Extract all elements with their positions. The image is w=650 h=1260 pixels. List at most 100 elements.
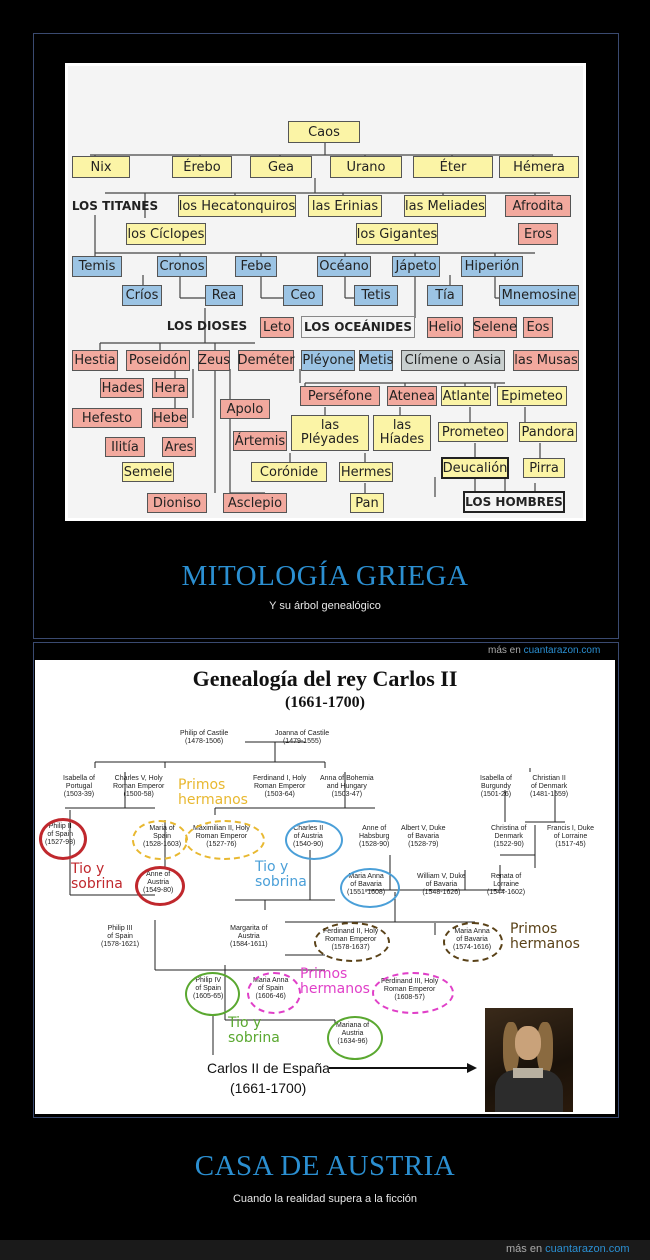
note-tio-sobrina-1: Tio y sobrina <box>71 861 123 892</box>
box-hestia: Hestia <box>72 350 118 371</box>
box-semele: Semele <box>122 462 174 482</box>
box-epimeteo: Epimeteo <box>497 386 567 406</box>
person-anne-habsburg: Anne of Habsburg (1528-90) <box>359 825 390 849</box>
ring-ferdinand-iii <box>372 972 454 1014</box>
box-helio: Helio <box>427 317 463 338</box>
ring-maria-anna-bavaria-1 <box>340 868 400 908</box>
box-urano: Urano <box>330 156 402 178</box>
box-erebo: Érebo <box>172 156 232 178</box>
box-hebe: Hebe <box>152 408 188 428</box>
box-pleyades: las Pléyades <box>291 415 369 451</box>
box-apolo: Apolo <box>220 399 270 419</box>
label-dioses: LOS DIOSES <box>166 319 248 333</box>
box-hermes: Hermes <box>339 462 393 482</box>
box-pan: Pan <box>350 493 384 513</box>
person-albert-v: Albert V, Duke of Bavaria (1528-79) <box>401 825 446 849</box>
box-musas: las Musas <box>513 350 579 371</box>
box-gea: Gea <box>250 156 312 178</box>
person-philip-castile: Philip of Castile (1478-1506) <box>180 730 229 746</box>
box-oceano: Océano <box>317 256 371 277</box>
ring-maria-anna-bavaria-2 <box>443 922 503 962</box>
carlos-title: Genealogía del rey Carlos II <box>192 666 458 691</box>
box-poseidon: Poseidón <box>126 350 190 371</box>
box-asclepio: Asclepio <box>223 493 287 513</box>
box-cronos: Cronos <box>157 256 207 277</box>
box-ilitia: Ilitía <box>105 437 145 457</box>
person-isabella-burgundy: Isabella of Burgundy (1501-26) <box>480 775 512 799</box>
box-hefesto: Hefesto <box>72 408 142 428</box>
king-name: Carlos II de España <box>207 1060 330 1076</box>
person-christina-denmark: Christina of Denmark (1522-90) <box>491 825 527 849</box>
box-tia: Tía <box>427 285 463 306</box>
note-primos-hermanos-1: Primos hermanos <box>178 777 248 808</box>
box-caos: Caos <box>288 121 360 143</box>
box-persefone: Perséfone <box>300 386 380 406</box>
box-nix: Nix <box>72 156 130 178</box>
box-climene: Clímene o Asia <box>401 350 505 371</box>
watermark-bottom: más en cuantarazon.com <box>506 1243 630 1255</box>
mythology-tree: Caos Nix Érebo Gea Urano Éter Hémera LOS… <box>65 63 586 521</box>
person-isabella-portugal: Isabella of Portugal (1503-39) <box>63 775 95 799</box>
box-pandora: Pandora <box>519 422 577 442</box>
note-primos-hermanos-2: Primos hermanos <box>510 921 580 952</box>
section1-title: MITOLOGÍA GRIEGA <box>181 560 469 592</box>
box-hiperion: Hiperión <box>461 256 523 277</box>
box-temis: Temis <box>72 256 122 277</box>
carlos-connectors <box>65 741 565 1055</box>
section2-subtitle: Cuando la realidad supera a la ficción <box>232 1193 418 1205</box>
box-artemis: Ártemis <box>233 431 287 451</box>
person-anna-bohemia: Anna of Bohemia and Hungary (1503-47) <box>320 775 374 799</box>
person-joanna: Joanna of Castile (1479-1555) <box>275 730 330 746</box>
person-christian-ii: Christian II of Denmark (1481-1559) <box>530 775 569 799</box>
ring-maximilian-ii <box>185 820 265 860</box>
box-crios: Críos <box>122 285 162 306</box>
label-oceanides: LOS OCEÁNIDES <box>301 316 415 338</box>
note-primos-hermanos-3: Primos hermanos <box>300 966 370 997</box>
person-renata: Renata of Lorraine (1544-1602) <box>487 873 526 897</box>
person-margarita: Margarita of Austria (1584-1611) <box>230 925 268 949</box>
label-hombres: LOS HOMBRES <box>463 491 565 513</box>
box-eos: Eos <box>523 317 553 338</box>
watermark-top: más en cuantarazon.com <box>488 645 600 656</box>
ring-ferdinand-ii <box>314 922 390 962</box>
person-ferdinand-i: Ferdinand I, Holy Roman Emperor (1503-64… <box>253 775 307 799</box>
box-meliades: las Meliades <box>404 195 486 217</box>
king-arrow <box>329 1063 477 1073</box>
box-hecatonquiros: los Hecatonquiros <box>178 195 296 217</box>
box-hiades: las Híades <box>373 415 431 451</box>
box-ceo: Ceo <box>283 285 323 306</box>
watermark-bottom-link[interactable]: cuantarazon.com <box>545 1243 630 1255</box>
carlos-years: (1661-1700) <box>285 694 365 711</box>
note-tio-sobrina-2: Tio y sobrina <box>255 859 307 890</box>
box-ares: Ares <box>162 437 196 457</box>
bottom-frame <box>33 642 619 1118</box>
box-pirra: Pirra <box>523 458 565 478</box>
box-eter: Éter <box>413 156 493 178</box>
carlos-ii-portrait <box>485 1008 573 1112</box>
box-febe: Febe <box>235 256 277 277</box>
box-hera: Hera <box>152 378 188 398</box>
box-selene: Selene <box>473 317 517 338</box>
watermark-top-link[interactable]: cuantarazon.com <box>523 645 601 656</box>
box-demeter: Deméter <box>237 350 295 371</box>
section2-title: CASA DE AUSTRIA <box>194 1150 456 1182</box>
section1-subtitle: Y su árbol genealógico <box>269 600 381 612</box>
ring-philip-iv <box>185 972 240 1016</box>
box-hades: Hades <box>100 378 144 398</box>
box-prometeo: Prometeo <box>438 422 508 442</box>
box-metis: Metis <box>359 350 393 371</box>
king-years: (1661-1700) <box>230 1080 307 1096</box>
box-mnemosine: Mnemosine <box>499 285 579 306</box>
box-erinias: las Erinias <box>308 195 382 217</box>
top-frame <box>33 33 619 639</box>
note-tio-sobrina-3: Tio y sobrina <box>228 1015 280 1046</box>
ring-maria-spain <box>132 820 188 860</box>
ring-charles-ii-austria <box>285 820 343 860</box>
box-eros: Eros <box>518 223 558 245</box>
label-titanes: LOS TITANES <box>71 199 159 213</box>
watermark-top-prefix: más en <box>488 645 521 656</box>
box-rea: Rea <box>205 285 243 306</box>
box-japeto: Jápeto <box>392 256 440 277</box>
box-zeus: Zeus <box>198 350 230 371</box>
box-afrodita: Afrodita <box>505 195 571 217</box>
